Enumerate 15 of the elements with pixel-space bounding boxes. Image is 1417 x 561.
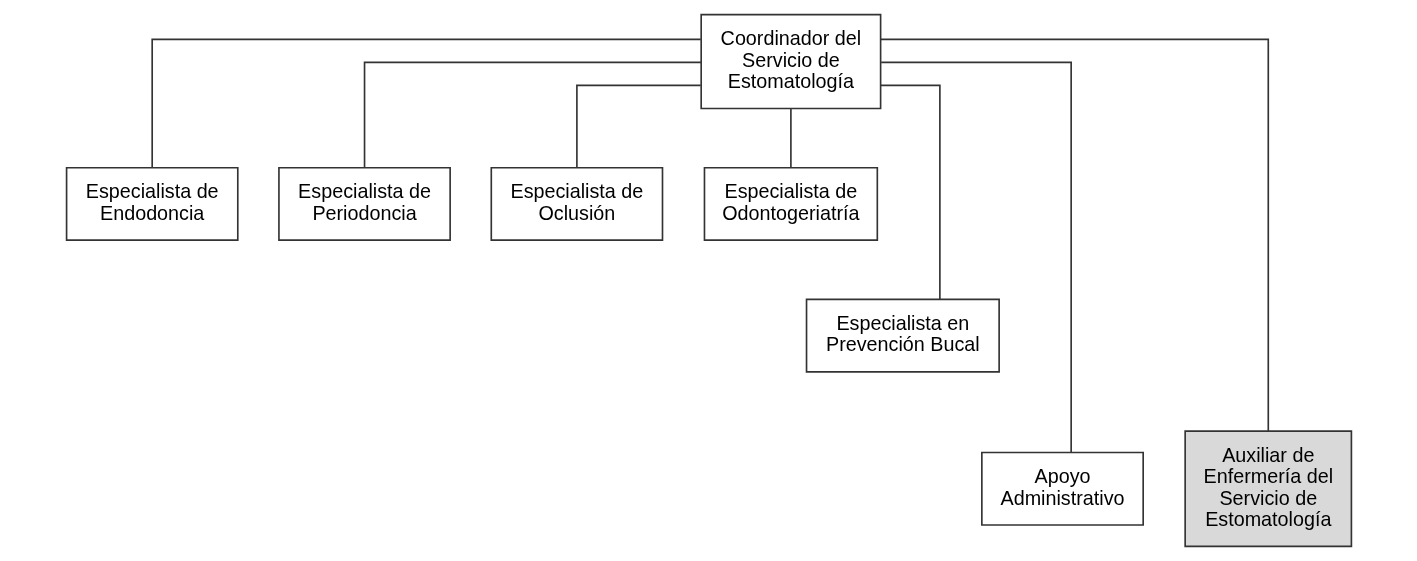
node-box: Especialista de Oclusión (489, 166, 663, 241)
connector (575, 84, 702, 168)
node-box: Apoyo Administrativo (980, 451, 1144, 526)
connector (363, 61, 702, 169)
node-box: Especialista en Prevención Bucal (805, 298, 1000, 373)
connector (789, 108, 792, 169)
node-box: Especialista de Endodoncia (65, 166, 239, 241)
connector (879, 38, 1269, 432)
connector (879, 84, 941, 301)
node-box: Especialista de Odontogeriatría (703, 166, 878, 241)
node-box: Auxiliar de Enfermería del Servicio de Estomatología (1183, 430, 1352, 548)
node-box: Especialista de Periodoncia (277, 166, 451, 241)
connector (150, 38, 702, 169)
connector (879, 61, 1072, 454)
node-box: Coordinador del Servicio de Estomatología (699, 13, 881, 110)
